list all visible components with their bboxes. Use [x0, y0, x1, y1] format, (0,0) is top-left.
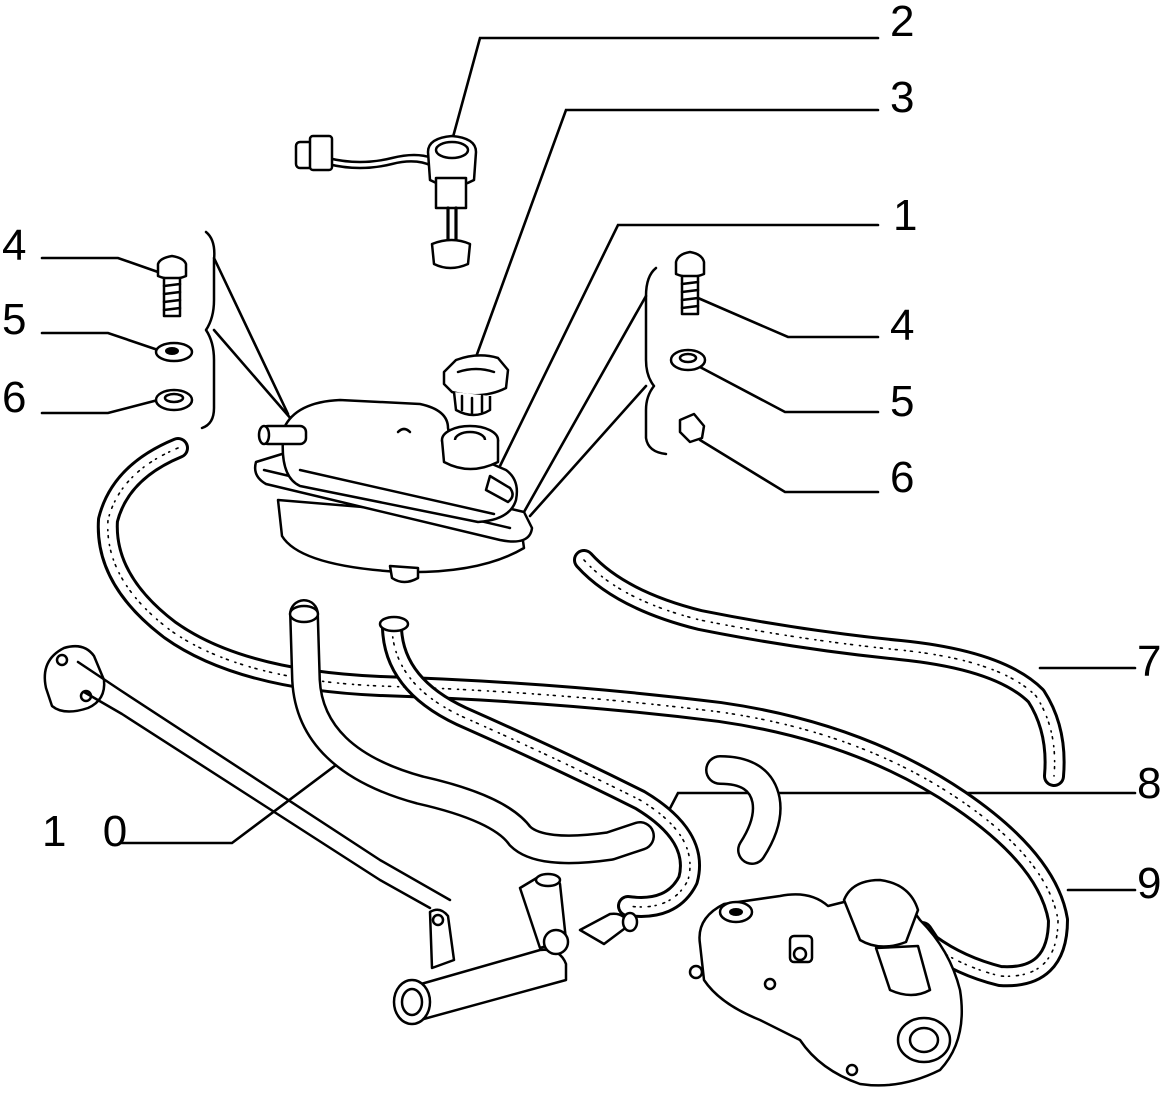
callout-4-right: 4	[890, 301, 915, 350]
leader-10	[120, 754, 350, 845]
callout-4-left: 4	[2, 221, 27, 270]
hose-9	[96, 437, 1069, 988]
leader-5-right	[696, 364, 880, 414]
callout-1: 1	[893, 191, 918, 240]
leader-1	[498, 223, 880, 468]
hose-8	[378, 615, 701, 918]
pipe-10	[288, 599, 655, 865]
coolant-tube	[43, 645, 452, 910]
bracket-left-line-b	[212, 328, 294, 422]
bracket-left	[200, 230, 216, 430]
elbow-connector	[705, 755, 782, 865]
bracket-right	[644, 266, 668, 456]
callout-10: 1 0	[42, 807, 140, 856]
clip-nut-right	[678, 412, 706, 444]
leader-6-left	[40, 398, 160, 415]
filler-cap	[442, 354, 510, 417]
grommet-left	[154, 388, 194, 412]
callout-3: 3	[890, 73, 915, 122]
bracket-right-line-a	[522, 294, 648, 514]
sensor-wire	[326, 153, 434, 164]
bracket-right-line-b	[528, 384, 648, 518]
expansion-tank	[253, 398, 534, 584]
callout-5-left: 5	[2, 295, 27, 344]
leader-4-left	[40, 256, 160, 274]
callout-2: 2	[890, 0, 915, 46]
leader-4-right	[696, 296, 880, 339]
callout-9: 9	[1137, 859, 1162, 908]
leader-6-right	[698, 438, 880, 494]
washer-right	[669, 348, 707, 372]
level-sensor	[294, 134, 478, 270]
sensor-float	[430, 238, 472, 270]
housing-dome	[842, 878, 920, 948]
callout-7: 7	[1137, 637, 1162, 686]
bracket-left-line-a	[212, 256, 290, 416]
callout-8: 8	[1137, 759, 1162, 808]
tank-outlet-nipple	[484, 474, 514, 504]
leader-3	[470, 108, 880, 370]
leader-5-left	[40, 331, 160, 352]
callout-5-right: 5	[890, 377, 915, 426]
leader-2	[448, 36, 880, 150]
tube-flange	[43, 645, 106, 713]
tee-fitting	[392, 872, 639, 1026]
left-fasteners	[154, 254, 194, 412]
sensor-body	[434, 176, 468, 210]
bolt-right	[674, 250, 706, 279]
thermostat-housing	[688, 878, 964, 1087]
leader-lines	[40, 36, 1137, 892]
tank-bottom-nipple	[388, 564, 420, 584]
callout-6-left: 6	[2, 373, 27, 422]
right-fasteners	[669, 250, 707, 444]
leader-8	[663, 791, 1137, 820]
housing-outlet	[874, 944, 932, 997]
bolt-left	[156, 254, 188, 281]
hose-7	[573, 549, 1066, 787]
callout-6-right: 6	[890, 453, 915, 502]
